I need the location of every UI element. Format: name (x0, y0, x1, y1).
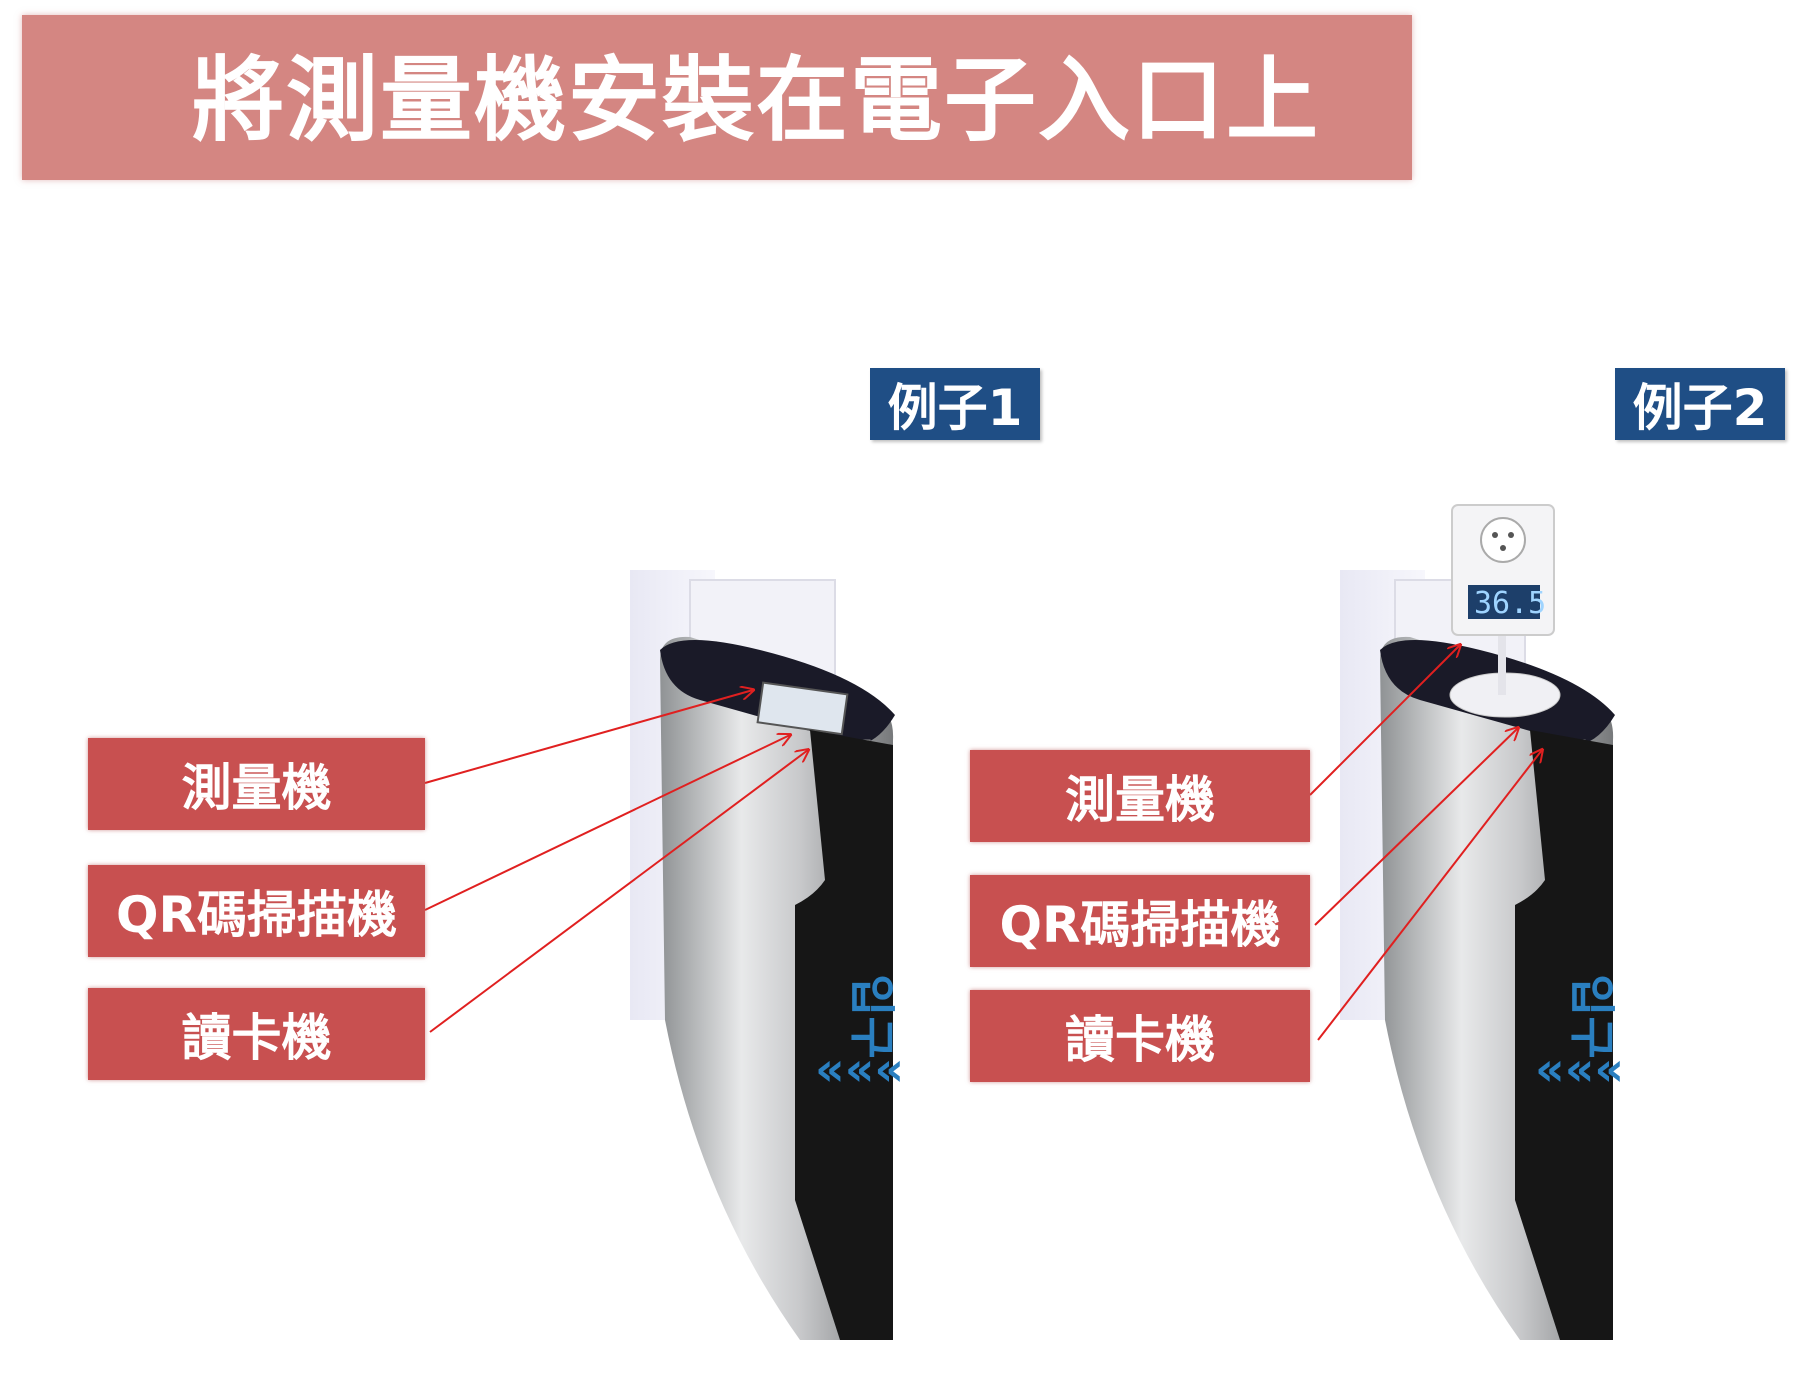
label-card-reader: 讀卡機 (88, 988, 425, 1080)
arrow-measuring-device (424, 690, 753, 784)
device-readout: 36.5 (1474, 586, 1546, 621)
label-qr-scanner: QR碼掃描機 (88, 865, 425, 957)
arrow-card-reader (1317, 750, 1542, 1041)
label-measuring-device: 測量機 (88, 738, 425, 830)
arrow-card-reader (429, 750, 808, 1033)
example-1-badge: 例子1 (870, 368, 1040, 440)
label-measuring-device: 測量機 (970, 750, 1310, 842)
gate-arrow-glyph: ««« (815, 1042, 904, 1096)
device-stand-pole (1498, 620, 1506, 695)
gate-2: 36.5 입구 ««« (1340, 504, 1624, 1340)
page-title: 將測量機安裝在電子入口上 (192, 47, 1321, 154)
label-card-reader: 讀卡機 (970, 990, 1310, 1082)
callout-arrows-2 (1309, 645, 1542, 1041)
arrow-qr-scanner (424, 735, 790, 911)
gate-arrow-glyph: ««« (1535, 1042, 1624, 1096)
label-qr-scanner: QR碼掃描機 (970, 875, 1310, 967)
gate-side-panel (795, 730, 893, 1340)
arrow-measuring-device (1309, 645, 1460, 796)
device-sensor-icon (1480, 517, 1526, 563)
scanner-screen (756, 681, 849, 736)
example-2-badge: 例子2 (1615, 368, 1785, 440)
title-banner: 將測量機安裝在電子入口上 (22, 15, 1412, 180)
gate-entrance-text: 입구 (845, 974, 899, 1059)
gate-1: 입구 ««« (630, 570, 904, 1340)
callout-arrows-1 (424, 690, 808, 1033)
gate-entrance-text: 입구 (1565, 974, 1619, 1059)
gate-side-panel (1515, 730, 1613, 1340)
device-display (1468, 585, 1540, 619)
arrow-qr-scanner (1314, 728, 1518, 926)
